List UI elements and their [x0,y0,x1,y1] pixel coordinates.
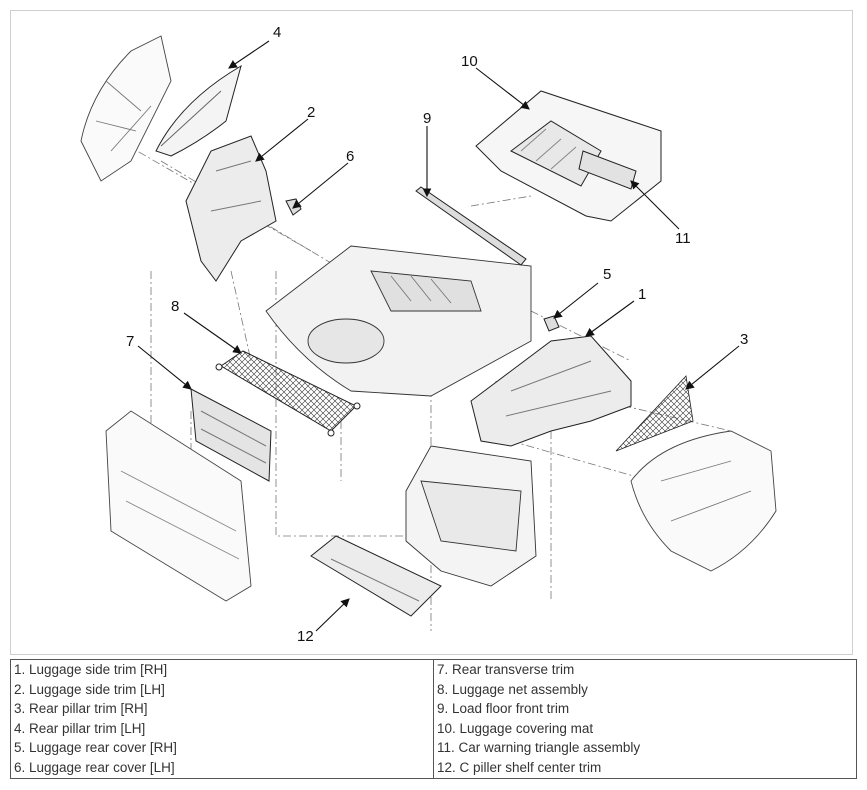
parts-legend-table: 1. Luggage side trim [RH] 7. Rear transv… [10,659,857,779]
luggage-rear-cover-rh [543,315,560,332]
callout-11: 11 [675,230,691,247]
trunk-lid [405,445,537,587]
c-pillar-shelf-center-trim [310,535,442,617]
legend-row: 5. Luggage rear cover [RH] 11. Car warni… [10,738,857,758]
rear-transverse-trim [190,388,272,482]
luggage-covering-mat [475,90,662,222]
legend-item: 7. Rear transverse trim [433,659,857,680]
legend-item: 9. Load floor front trim [433,699,857,719]
load-floor-front-trim [415,186,527,266]
quarter-panel-lh [80,35,172,182]
legend-item: 4. Rear pillar trim [LH] [10,718,434,739]
legend-item: 12. C piller shelf center trim [433,757,857,779]
callout-3: 3 [740,331,748,348]
legend-row: 3. Rear pillar trim [RH] 9. Load floor f… [10,699,857,719]
luggage-floor-assembly [265,245,532,397]
callout-12: 12 [297,628,314,645]
callout-8: 8 [171,298,179,315]
luggage-net-assembly [215,350,361,437]
legend-row: 2. Luggage side trim [LH] 8. Luggage net… [10,679,857,700]
callout-2: 2 [307,104,315,121]
leader-lines [137,40,740,632]
legend-row: 4. Rear pillar trim [LH] 10. Luggage cov… [10,718,857,739]
legend-row: 1. Luggage side trim [RH] 7. Rear transv… [10,659,857,680]
callout-4: 4 [273,24,281,41]
callout-1: 1 [638,286,646,303]
assembly-guide-lines [110,135,732,631]
callout-6: 6 [346,148,354,165]
back-panel [105,410,252,602]
rear-pillar-trim-rh [615,375,694,452]
callout-9: 9 [423,110,431,127]
legend-item: 6. Luggage rear cover [LH] [10,757,434,779]
legend-item: 11. Car warning triangle assembly [433,738,857,758]
legend-item: 8. Luggage net assembly [433,679,857,700]
exploded-diagram: 1 2 3 4 5 6 7 8 9 10 11 12 [10,10,853,655]
rear-pillar-trim-lh [155,64,242,157]
legend-item: 5. Luggage rear cover [RH] [10,738,434,758]
callout-5: 5 [603,266,611,283]
callout-10: 10 [461,53,478,70]
callout-7: 7 [126,333,134,350]
legend-row: 6. Luggage rear cover [LH] 12. C piller … [10,757,857,779]
luggage-side-trim-lh [185,135,277,282]
luggage-side-trim-rh [470,335,632,447]
legend-item: 1. Luggage side trim [RH] [10,659,434,680]
legend-item: 10. Luggage covering mat [433,718,857,739]
legend-item: 2. Luggage side trim [LH] [10,679,434,700]
legend-item: 3. Rear pillar trim [RH] [10,699,434,719]
quarter-panel-rh [630,430,777,572]
